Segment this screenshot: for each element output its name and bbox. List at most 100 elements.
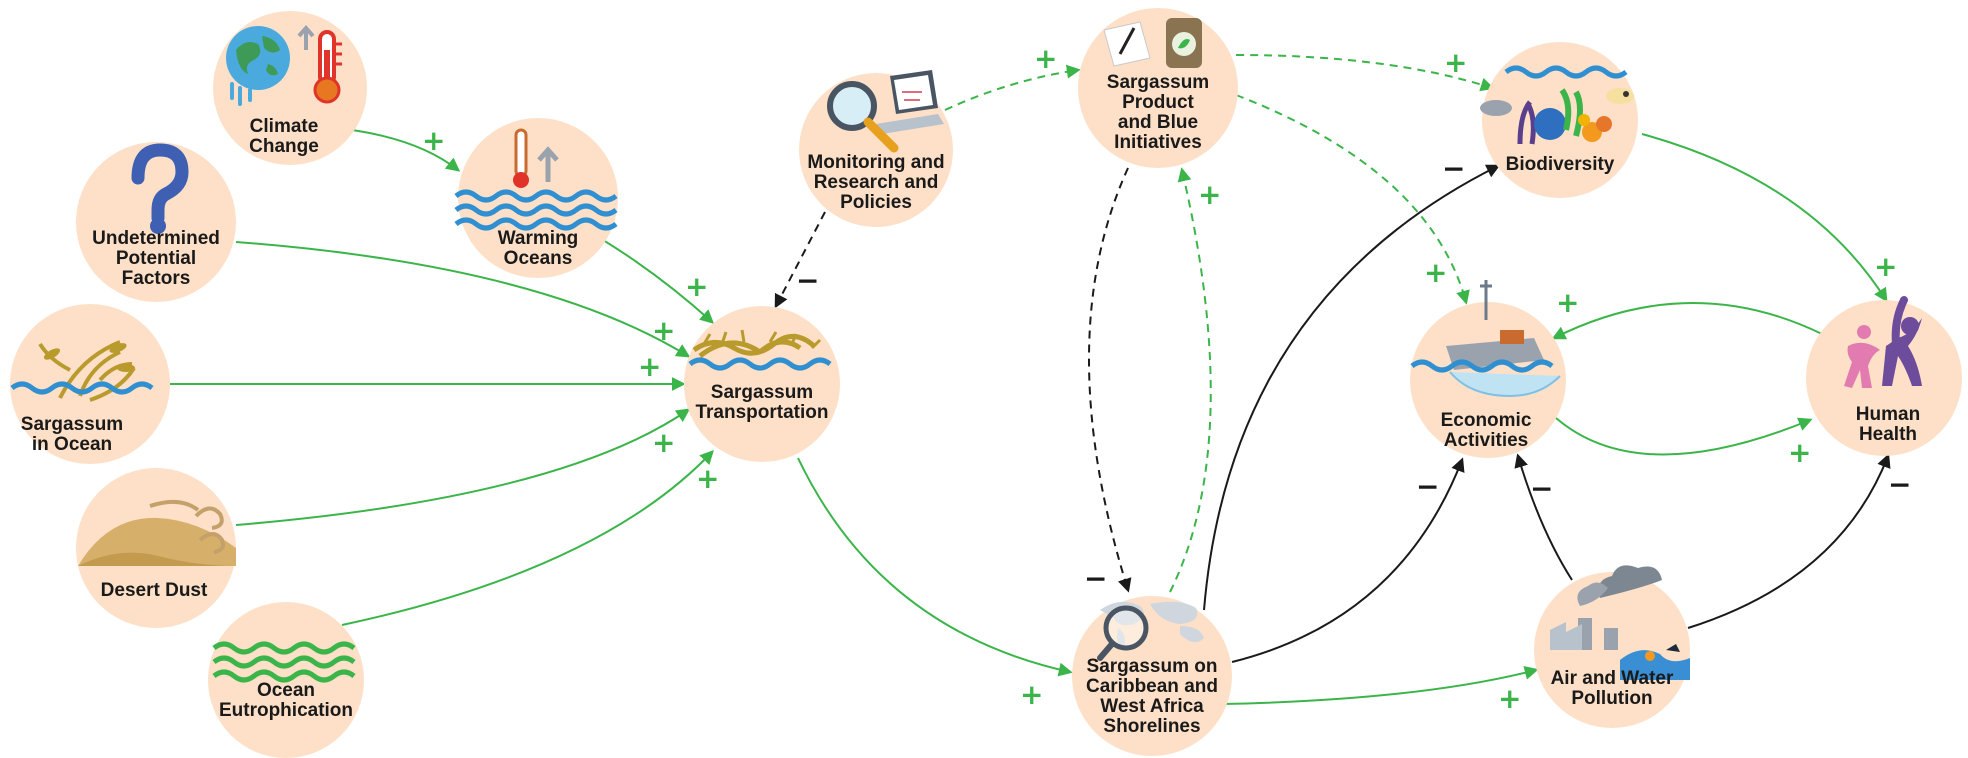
sign-product-to-biodiversity: + xyxy=(1444,46,1467,79)
link-health-to-economic xyxy=(1551,301,1823,340)
green-waves-icon xyxy=(212,641,356,683)
product-label-4: Initiatives xyxy=(1114,132,1202,153)
link-undetermined-to-transport xyxy=(235,241,691,358)
node-biodiversity[interactable]: Biodiversity xyxy=(1480,42,1638,198)
link-shorelines-to-economic xyxy=(1231,457,1465,663)
link-product-to-shorelines xyxy=(1088,167,1132,593)
climate-change-label-1: Climate xyxy=(250,116,319,137)
monitoring-label-3: Policies xyxy=(840,192,912,213)
sign-undetermined-to-transport: + xyxy=(652,314,675,347)
link-monitoring-to-product xyxy=(944,64,1081,111)
floating-seaweed-icon xyxy=(688,329,832,371)
sign-health-to-economic: + xyxy=(1556,286,1579,319)
link-climate-to-warming xyxy=(351,129,461,172)
link-eutro-to-transport xyxy=(341,449,714,626)
sign-pollution-to-health: − xyxy=(1888,468,1911,501)
sign-economic-to-health: + xyxy=(1788,436,1811,469)
climate-change-label-2: Change xyxy=(249,136,319,157)
biodiversity-label-1: Biodiversity xyxy=(1506,154,1615,175)
link-shorelines-to-biodiversity xyxy=(1203,164,1501,611)
sign-monitoring-to-transport: − xyxy=(796,264,819,297)
sargassum-ocean-label-1: Sargassum xyxy=(21,414,123,435)
link-monitoring-to-transport xyxy=(774,211,826,309)
shorelines-label-2: Caribbean and xyxy=(1086,676,1218,697)
link-biodiversity-to-health xyxy=(1641,133,1888,303)
product-label-1: Sargassum xyxy=(1107,72,1209,93)
globe-thermometer-icon xyxy=(226,24,342,106)
sign-warming-to-transport: + xyxy=(685,270,708,303)
link-economic-to-health xyxy=(1555,417,1813,456)
svg-text:Desert Dust: Desert Dust xyxy=(101,580,208,601)
dust-dune-icon xyxy=(78,499,236,566)
document-bag-icon xyxy=(1103,18,1202,68)
economic-label-2: Activities xyxy=(1444,430,1528,451)
link-warming-to-transport xyxy=(602,239,715,324)
sign-shorelines-to-economic: − xyxy=(1416,470,1439,503)
sign-shorelines-to-pollution: + xyxy=(1498,682,1521,715)
sign-climate-to-warming: + xyxy=(422,124,445,157)
undetermined-label-2: Potential xyxy=(116,248,196,269)
sign-ocean-to-transport: + xyxy=(638,350,661,383)
undetermined-label-1: Undetermined xyxy=(92,228,220,249)
undetermined-label-3: Factors xyxy=(122,268,191,289)
warming-oceans-label-2: Oceans xyxy=(504,248,573,269)
product-label-3: and Blue xyxy=(1118,112,1198,133)
magnifier-laptop-icon xyxy=(827,70,944,153)
monitoring-label-1: Monitoring and xyxy=(807,152,944,173)
sargassum-ocean-label-2: in Ocean xyxy=(32,434,112,455)
link-dust-to-transport xyxy=(235,408,691,526)
sign-biodiversity-to-health: + xyxy=(1874,250,1897,283)
link-pollution-to-health xyxy=(1687,453,1891,629)
world-map-magnifier-icon xyxy=(1097,601,1204,661)
warming-oceans-label-1: Warming xyxy=(498,228,579,249)
eutrophication-label-1: Ocean xyxy=(257,680,315,701)
node-desert-dust[interactable]: Desert Dust xyxy=(76,468,236,628)
sign-shorelines-to-biodiversity: − xyxy=(1442,152,1465,185)
sign-pollution-to-economic: − xyxy=(1530,472,1553,505)
link-shorelines-to-pollution xyxy=(1221,666,1539,705)
thermometer-waves-icon xyxy=(454,128,618,231)
factory-smoke-icon xyxy=(1550,565,1690,680)
economic-label-1: Economic xyxy=(1441,410,1532,431)
shorelines-label-3: West Africa xyxy=(1100,696,1204,717)
pollution-label-2: Pollution xyxy=(1571,688,1652,709)
transportation-label-1: Sargassum xyxy=(711,382,813,403)
svg-text:Biodiversity: Biodiversity xyxy=(1506,154,1615,175)
sign-product-to-economic: + xyxy=(1424,256,1447,289)
link-transport-to-shorelines xyxy=(797,457,1073,677)
eutrophication-label-2: Eutrophication xyxy=(219,700,353,721)
seaweed-icon xyxy=(10,340,154,402)
people-figures-icon xyxy=(1844,296,1922,388)
sign-monitoring-to-product: + xyxy=(1034,42,1057,75)
sign-product-to-shorelines: − xyxy=(1084,562,1107,595)
question-mark-icon xyxy=(131,143,189,234)
health-label-2: Health xyxy=(1859,424,1917,445)
link-product-to-economic xyxy=(1235,94,1470,305)
transportation-label-2: Transportation xyxy=(695,402,828,423)
links xyxy=(168,54,1891,705)
pollution-label-1: Air and Water xyxy=(1551,668,1674,689)
